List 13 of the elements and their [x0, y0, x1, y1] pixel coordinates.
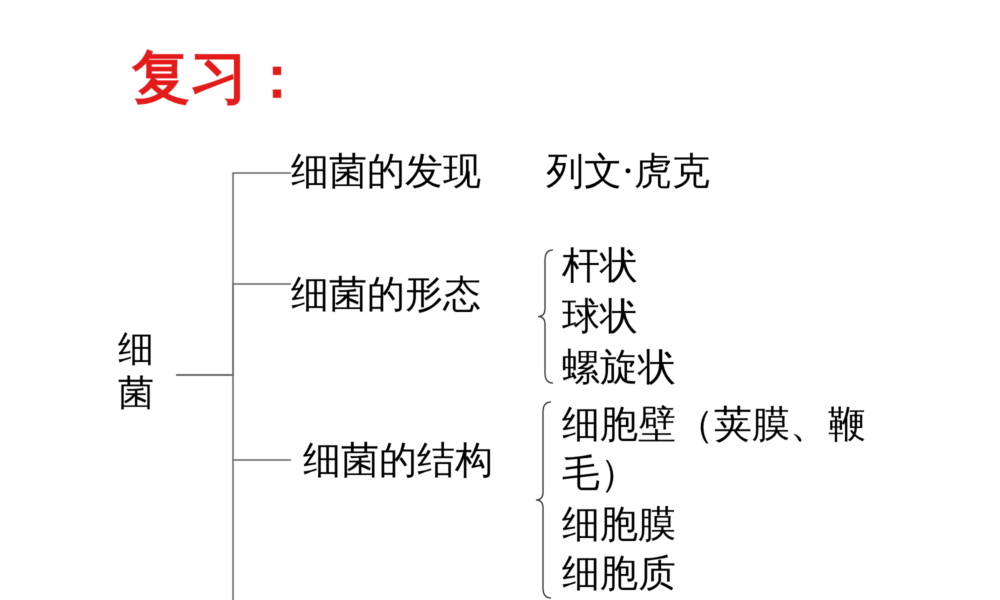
item-text: 细胞壁（荚膜、鞭毛）: [562, 401, 867, 497]
discoverer-text: 列文·虎克: [546, 148, 710, 194]
item-text: 细胞膜: [562, 501, 677, 548]
topic-text: 细菌: [118, 328, 176, 416]
item-text: 杆状: [562, 242, 639, 289]
tree-connector: [176, 374, 291, 461]
item-text: 螺旋状: [562, 344, 677, 391]
item-text: 细胞质: [562, 550, 677, 597]
title: 复习：: [132, 42, 306, 112]
branch-text: 细菌的形态: [291, 271, 481, 317]
branch-text: 细菌的发现: [291, 148, 481, 194]
item-text: 球状: [562, 293, 639, 340]
branch-text: 细菌的结构: [291, 437, 493, 483]
